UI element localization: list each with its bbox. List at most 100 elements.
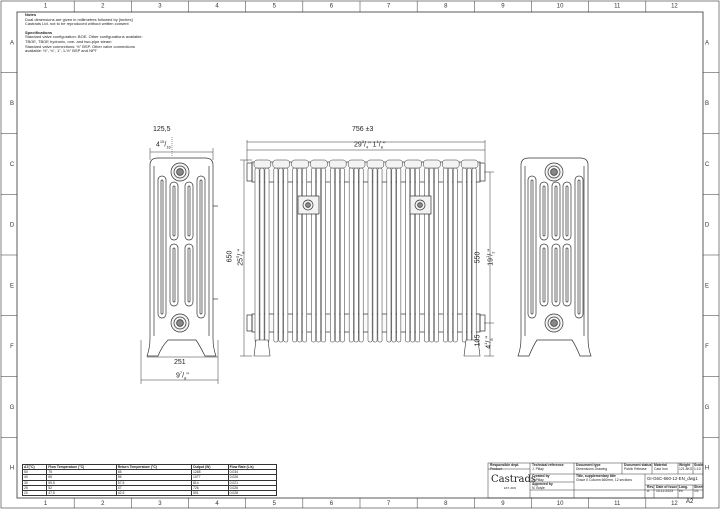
- castrads-logo-tag: EST. 2003: [504, 487, 516, 490]
- bottom-height-inch-dim: 41/8": [483, 335, 494, 349]
- revision: Rev.A: [647, 485, 654, 493]
- output-table-header: ΔT(°C)Flow Temperature (°C)Return Temper…: [21, 463, 278, 471]
- responsible-dept: Responsible dept.Product: [490, 463, 520, 471]
- radiator-foot: [253, 339, 271, 357]
- grid-row-label: G: [10, 405, 15, 411]
- grid-col-label: 3: [158, 501, 162, 507]
- side-view-right: [517, 157, 592, 357]
- overall-height-inch-dim: 255/8": [235, 249, 246, 266]
- spec-line: Standard valve connections: ½" BSP. Othe…: [25, 43, 135, 49]
- grid-row-label: C: [705, 162, 710, 168]
- grid-row-label: C: [10, 162, 15, 168]
- drawing-number: GI-G6C-660-12-EN_dwg1: [647, 476, 698, 481]
- table-cell: 47,5: [46, 489, 117, 497]
- grid-row-label: D: [10, 223, 15, 229]
- grid-col-label: 9: [501, 4, 505, 10]
- grid-row-label: G: [705, 405, 710, 411]
- spec-line: Standard valve configuration: BOE. Other…: [25, 34, 143, 40]
- radiator-foot: [463, 339, 481, 357]
- dimension-lines: [140, 137, 494, 384]
- grid-col-label: 6: [330, 501, 334, 507]
- grid-row-label: H: [10, 466, 14, 472]
- title-block-frame: [487, 462, 704, 499]
- grid-col-label: 10: [557, 4, 564, 10]
- right-height-dim: 550: [474, 251, 482, 264]
- table-cell: 20: [21, 489, 48, 497]
- specifications-title: Specifications: [25, 29, 53, 35]
- radiator-section: [404, 159, 422, 343]
- grid-row-label: B: [705, 101, 709, 107]
- grid-col-label: 5: [273, 501, 277, 507]
- grid-row-label: A: [10, 40, 14, 46]
- radiator-section: [366, 159, 385, 343]
- radiator-section: [385, 159, 403, 343]
- castrads-logo: Castrads: [491, 474, 537, 485]
- grid-col-label: 7: [387, 4, 391, 10]
- grid-row-label: A: [705, 40, 709, 46]
- grid-row-label: F: [10, 344, 14, 350]
- bottom-height-dim: 105: [474, 334, 482, 347]
- side-view-left: [146, 157, 218, 357]
- radiator-section: [329, 159, 347, 343]
- table-cell: 591: [190, 489, 229, 497]
- grid-col-label: 4: [215, 4, 219, 10]
- notes-block: Notes Dual dimensions are given in milli…: [25, 12, 225, 54]
- grid-col-label: 9: [501, 501, 505, 507]
- front-width-inch-dim: 293/4" 11/8": [354, 139, 386, 150]
- grid-row-label: D: [705, 223, 710, 229]
- radiator-section: [347, 159, 366, 343]
- grid-col-label: 12: [671, 4, 678, 10]
- grid-row-label: E: [10, 283, 14, 289]
- right-height-inch-dim: 191/2": [485, 249, 496, 266]
- front-view: [246, 159, 486, 357]
- grid-row-label: E: [705, 283, 709, 289]
- radiator-section: [442, 159, 460, 343]
- grid-col-label: 1: [44, 4, 48, 10]
- grid-col-label: 11: [614, 4, 621, 10]
- depth-dim: 251: [174, 359, 186, 366]
- sheet-size: A2: [686, 499, 694, 505]
- grid-col-label: 6: [330, 4, 334, 10]
- grid-col-label: 1: [44, 501, 48, 507]
- grid-col-label: 4: [215, 501, 219, 507]
- table-cell: 42,5: [115, 489, 192, 497]
- notes-line: Dual dimensions are given in millimetres…: [25, 16, 133, 22]
- grid-col-label: 2: [101, 501, 105, 507]
- grid-row-label: B: [10, 101, 14, 107]
- spec-line: available: ½", ¾", 1", 1-½" BSP and NPT: [25, 48, 98, 54]
- notes-title: Notes: [25, 12, 37, 17]
- table-cell: 0,028: [227, 489, 278, 497]
- radiator-section: [423, 159, 441, 343]
- grid-col-label: 8: [444, 501, 448, 507]
- grid-col-label: 8: [444, 4, 448, 10]
- radiator-section: [253, 159, 272, 343]
- radiator-section: [460, 159, 479, 343]
- front-width-dim: 756 ±3: [352, 126, 374, 133]
- grid-col-label: 12: [671, 501, 678, 507]
- output-table: ΔT(°C)Flow Temperature (°C)Return Temper…: [21, 463, 278, 497]
- notes-line: Castrads Ltd. not to be reproduced witho…: [25, 21, 129, 27]
- depth-inch-dim: 97/8": [176, 370, 189, 381]
- side-width-dim: 125,5: [153, 126, 171, 133]
- grid-col-label: 11: [614, 501, 621, 507]
- overall-height-dim: 650: [226, 250, 234, 263]
- spec-line: TBOE, TBOE hydronic, one- and two-pipe s…: [25, 38, 112, 44]
- grid-row-label: H: [705, 466, 709, 472]
- grid-col-label: 10: [557, 501, 564, 507]
- grid-col-label: 2: [101, 4, 105, 10]
- language: Lang.en: [679, 485, 689, 493]
- side-width-inch-dim: 415/16: [156, 139, 171, 150]
